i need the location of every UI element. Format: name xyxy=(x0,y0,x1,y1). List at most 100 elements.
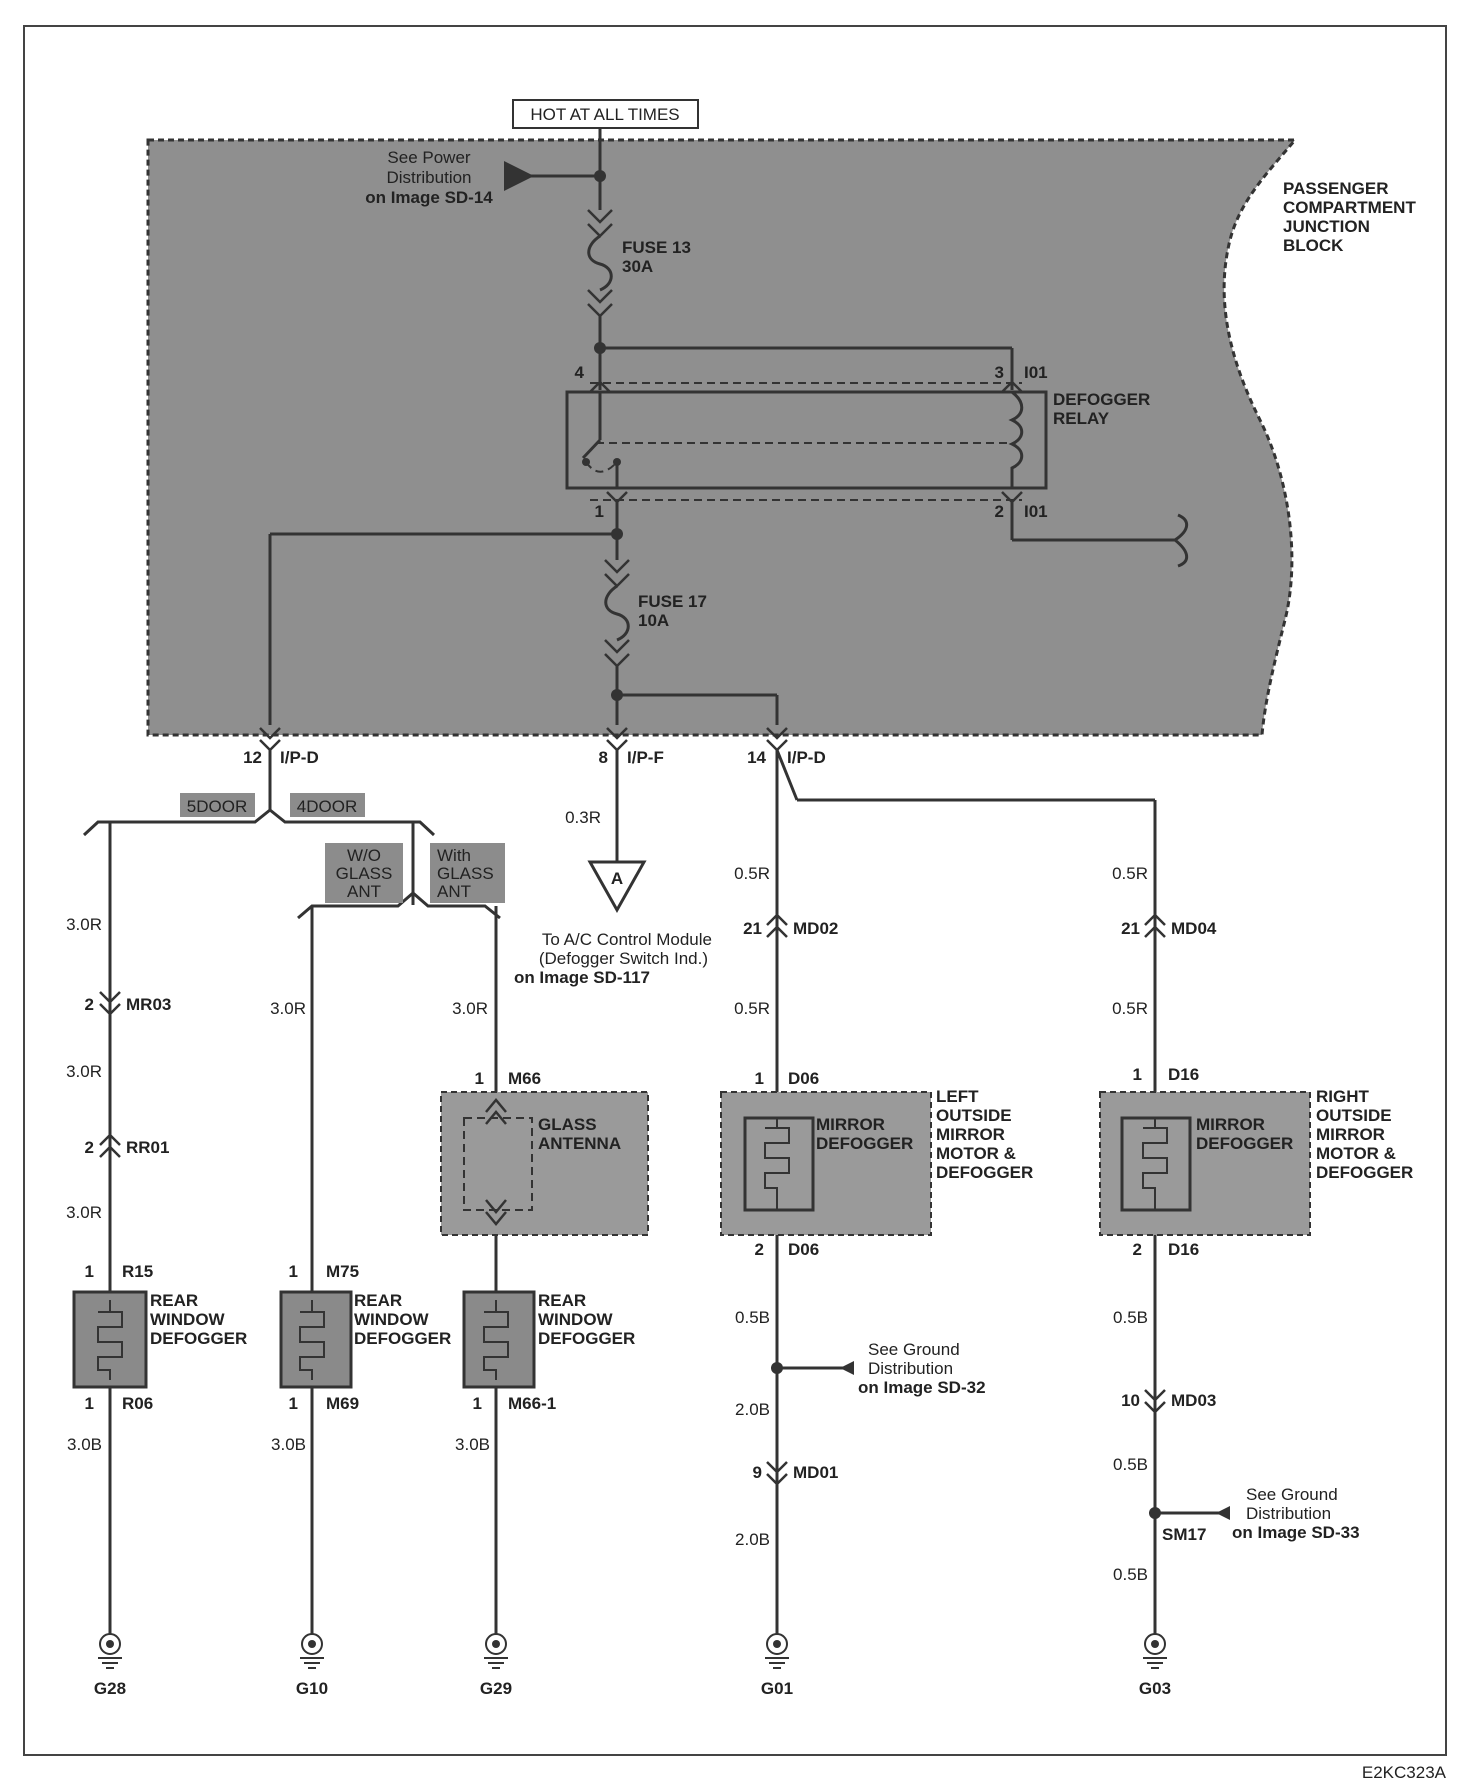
svg-text:1: 1 xyxy=(85,1394,94,1413)
svg-text:G10: G10 xyxy=(296,1679,328,1698)
relay-pin-3: 3 xyxy=(995,363,1004,382)
rear-window-defogger-3 xyxy=(462,1290,536,1389)
power-ref-line3: on Image SD-14 xyxy=(365,188,493,207)
option-5door: 5DOOR xyxy=(187,797,247,816)
svg-text:2: 2 xyxy=(1133,1240,1142,1259)
fuse17-label: FUSE 17 xyxy=(638,592,707,611)
svg-text:MIRROR: MIRROR xyxy=(936,1125,1005,1144)
svg-text:M69: M69 xyxy=(326,1394,359,1413)
rear-window-defogger-2 xyxy=(279,1290,353,1389)
svg-text:See Ground: See Ground xyxy=(1246,1485,1338,1504)
ground-g28 xyxy=(98,1633,122,1669)
svg-text:WINDOW: WINDOW xyxy=(150,1310,226,1329)
svg-text:M75: M75 xyxy=(326,1262,359,1281)
option-with-glass-2: GLASS xyxy=(437,864,494,883)
svg-text:0.5R: 0.5R xyxy=(1112,999,1148,1018)
hot-at-all-times-box xyxy=(512,99,699,129)
svg-text:0.5B: 0.5B xyxy=(1113,1308,1148,1327)
svg-text:D06: D06 xyxy=(788,1069,819,1088)
svg-text:3.0B: 3.0B xyxy=(271,1435,306,1454)
svg-text:1: 1 xyxy=(289,1262,298,1281)
svg-text:D06: D06 xyxy=(788,1240,819,1259)
connector-mr03: MR03 xyxy=(126,995,171,1014)
svg-text:OUTSIDE: OUTSIDE xyxy=(936,1106,1012,1125)
left-mirror-box xyxy=(720,1091,932,1236)
svg-text:DEFOGGER: DEFOGGER xyxy=(936,1163,1033,1182)
svg-text:0.3R: 0.3R xyxy=(565,808,601,827)
svg-text:0.5B: 0.5B xyxy=(1113,1455,1148,1474)
svg-text:WINDOW: WINDOW xyxy=(354,1310,430,1329)
connector-md01: MD01 xyxy=(793,1463,838,1482)
ground-g29 xyxy=(484,1633,508,1669)
svg-text:2.0B: 2.0B xyxy=(735,1530,770,1549)
option-with-glass-1: With xyxy=(437,846,471,865)
svg-text:1: 1 xyxy=(475,1069,484,1088)
svg-text:1: 1 xyxy=(1133,1065,1142,1084)
svg-text:MIRROR: MIRROR xyxy=(1196,1115,1265,1134)
svg-text:on Image SD-32: on Image SD-32 xyxy=(858,1378,986,1397)
svg-text:MOTOR &: MOTOR & xyxy=(1316,1144,1396,1163)
svg-text:REAR: REAR xyxy=(354,1291,402,1310)
svg-text:1: 1 xyxy=(755,1069,764,1088)
svg-text:DEFOGGER: DEFOGGER xyxy=(816,1134,913,1153)
fuse13-label: FUSE 13 xyxy=(622,238,691,257)
svg-text:Distribution: Distribution xyxy=(868,1359,953,1378)
option-5door-box xyxy=(180,793,255,817)
option-wo-glass-3: ANT xyxy=(347,882,381,901)
ground-g03 xyxy=(1143,1633,1167,1669)
right-mirror-box xyxy=(1099,1091,1311,1236)
svg-text:OUTSIDE: OUTSIDE xyxy=(1316,1106,1392,1125)
power-ref-line1: See Power xyxy=(387,148,470,167)
svg-text:on Image SD-33: on Image SD-33 xyxy=(1232,1523,1360,1542)
option-wo-glass-2: GLASS xyxy=(336,864,393,883)
svg-text:R06: R06 xyxy=(122,1394,153,1413)
svg-text:3.0B: 3.0B xyxy=(455,1435,490,1454)
out1-pin: 12 xyxy=(243,748,262,767)
svg-text:RIGHT: RIGHT xyxy=(1316,1087,1370,1106)
connector-md04: MD04 xyxy=(1171,919,1217,938)
svg-text:0.5B: 0.5B xyxy=(1113,1565,1148,1584)
junction-block-area xyxy=(146,138,1299,737)
ground-g01 xyxy=(765,1633,789,1669)
svg-text:2.0B: 2.0B xyxy=(735,1400,770,1419)
svg-text:(Defogger Switch Ind.): (Defogger Switch Ind.) xyxy=(539,949,708,968)
svg-text:21: 21 xyxy=(743,919,762,938)
svg-text:2: 2 xyxy=(755,1240,764,1259)
svg-text:3.0R: 3.0R xyxy=(270,999,306,1018)
svg-text:G01: G01 xyxy=(761,1679,793,1698)
relay-label-2: RELAY xyxy=(1053,409,1110,428)
svg-text:9: 9 xyxy=(753,1463,762,1482)
svg-text:LEFT: LEFT xyxy=(936,1087,979,1106)
relay-pin-4: 4 xyxy=(575,363,585,382)
svg-text:2: 2 xyxy=(85,1138,94,1157)
svg-text:G03: G03 xyxy=(1139,1679,1171,1698)
svg-text:on Image SD-117: on Image SD-117 xyxy=(514,968,650,987)
svg-text:G29: G29 xyxy=(480,1679,512,1698)
svg-text:MOTOR &: MOTOR & xyxy=(936,1144,1016,1163)
svg-text:DEFOGGER: DEFOGGER xyxy=(1196,1134,1293,1153)
svg-text:ANTENNA: ANTENNA xyxy=(538,1134,621,1153)
svg-text:3.0R: 3.0R xyxy=(66,1203,102,1222)
svg-text:2: 2 xyxy=(85,995,94,1014)
svg-text:GLASS: GLASS xyxy=(538,1115,597,1134)
svg-text:0.5R: 0.5R xyxy=(1112,864,1148,883)
relay-pin-2: 2 xyxy=(995,502,1004,521)
option-with-glass-3: ANT xyxy=(437,882,471,901)
fuse13-rating: 30A xyxy=(622,257,653,276)
option-4door: 4DOOR xyxy=(297,797,357,816)
svg-text:0.5R: 0.5R xyxy=(734,864,770,883)
connector-rr01: RR01 xyxy=(126,1138,169,1157)
svg-text:10: 10 xyxy=(1121,1391,1140,1410)
glass-antenna-box xyxy=(440,1091,649,1236)
off-page-connector-a xyxy=(587,860,647,914)
option-wo-glass-box xyxy=(325,843,403,903)
junction-block-label: PASSENGER COMPARTMENT JUNCTION BLOCK xyxy=(1283,179,1421,255)
splice-sm17: SM17 xyxy=(1162,1525,1206,1544)
svg-text:1: 1 xyxy=(85,1262,94,1281)
out2-conn: I/P-F xyxy=(627,748,664,767)
page-frame xyxy=(23,25,1447,1756)
out1-conn: I/P-D xyxy=(280,748,319,767)
svg-text:DEFOGGER: DEFOGGER xyxy=(538,1329,635,1348)
svg-text:G28: G28 xyxy=(94,1679,126,1698)
